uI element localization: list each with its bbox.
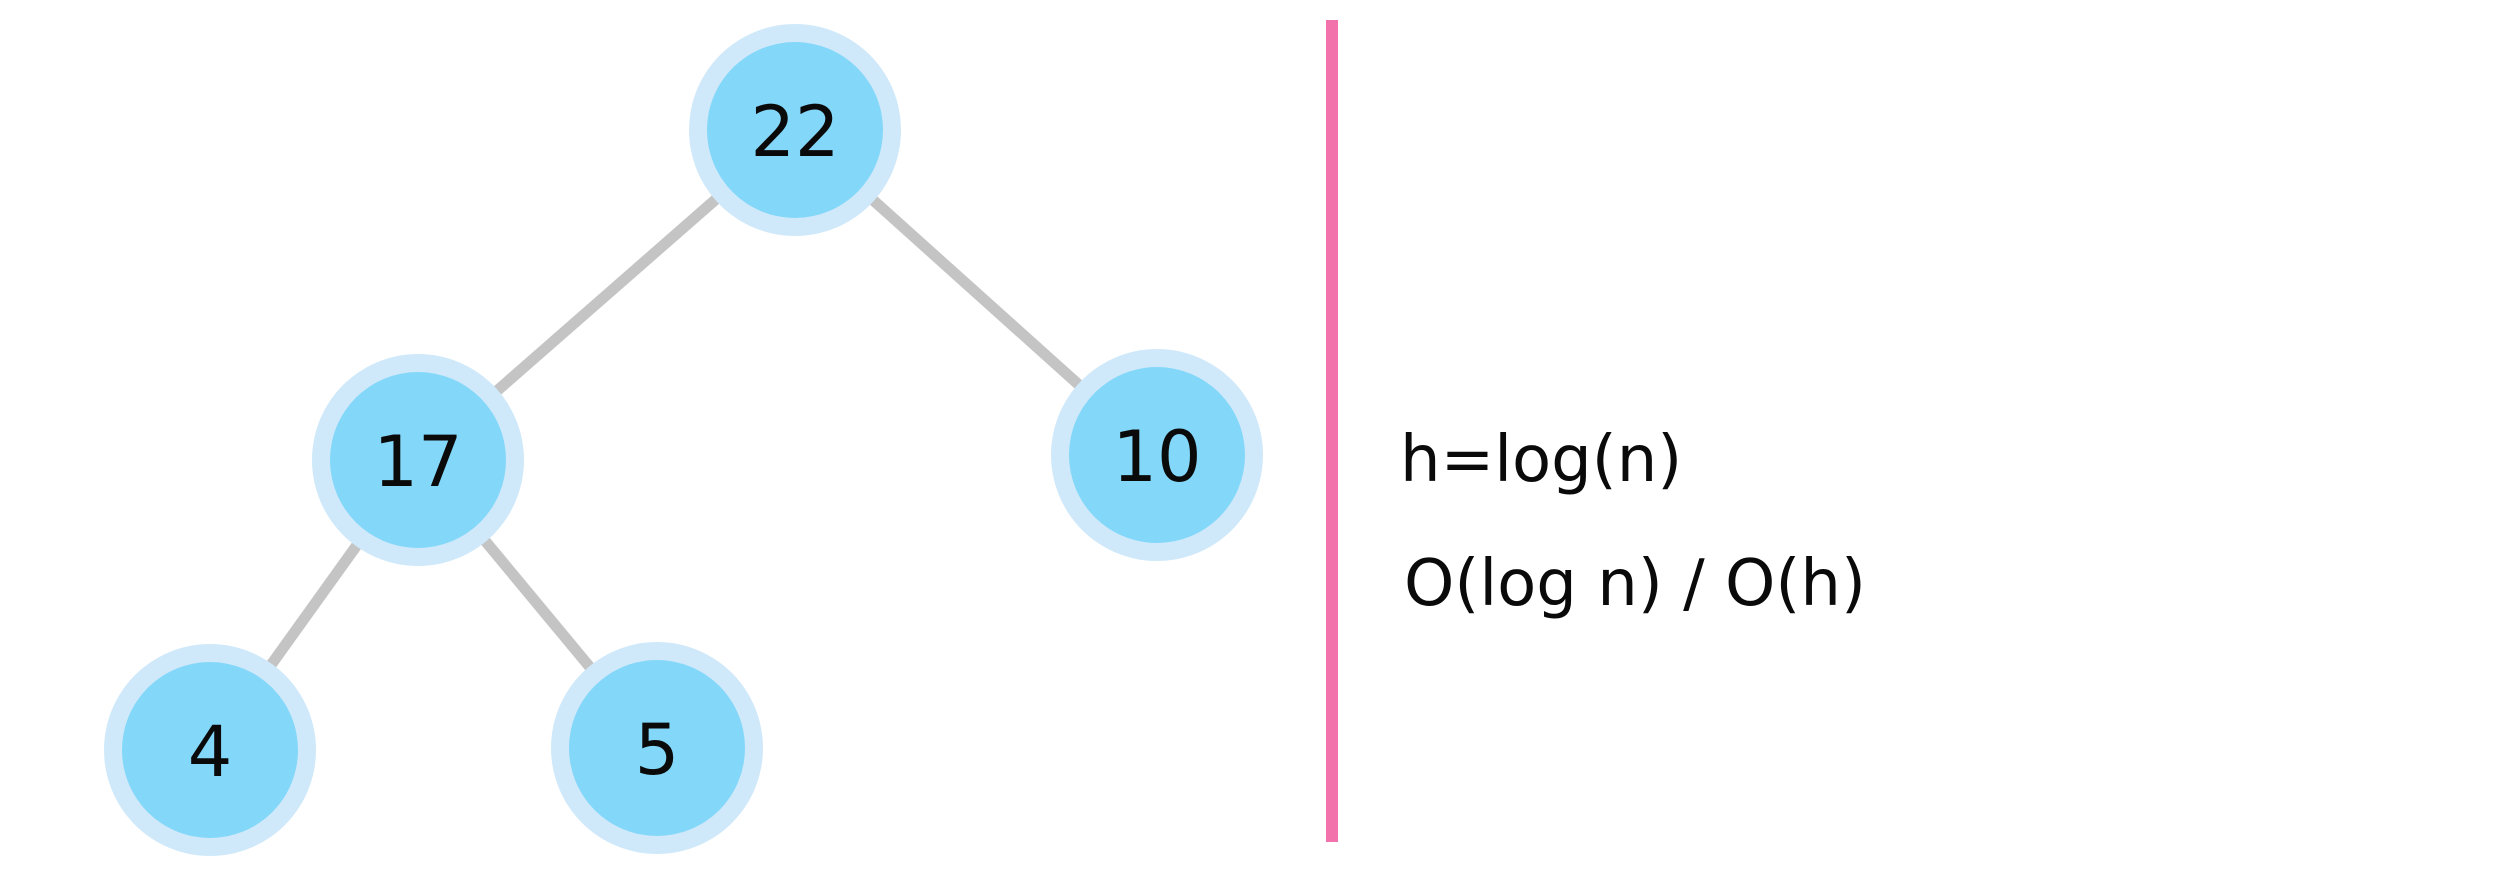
node-circle — [707, 42, 883, 218]
tree-nodes: 22 17 10 4 5 — [104, 24, 1263, 856]
node-circle — [330, 372, 506, 548]
node-circle — [569, 660, 745, 836]
node-label: 22 — [750, 91, 839, 173]
edge-n22-n17 — [491, 193, 722, 397]
tree-node: 22 — [689, 24, 901, 236]
edge-n22-n10 — [867, 194, 1085, 391]
node-circle — [122, 662, 298, 838]
tree-node: 10 — [1051, 349, 1263, 561]
tree-node: 17 — [312, 354, 524, 566]
node-label: 5 — [635, 709, 680, 791]
node-label: 17 — [373, 421, 462, 503]
complexity-formula: O(log n) / O(h) — [1404, 547, 1866, 621]
tree-node: 5 — [551, 642, 763, 854]
edge-n17-n5 — [478, 534, 597, 674]
node-label: 4 — [188, 711, 233, 793]
tree-edges — [264, 193, 1085, 674]
edge-n17-n4 — [264, 539, 364, 671]
height-formula: h=log(n) — [1400, 423, 1683, 497]
tree-node: 4 — [104, 644, 316, 856]
node-label: 10 — [1112, 416, 1201, 498]
node-circle — [1069, 367, 1245, 543]
